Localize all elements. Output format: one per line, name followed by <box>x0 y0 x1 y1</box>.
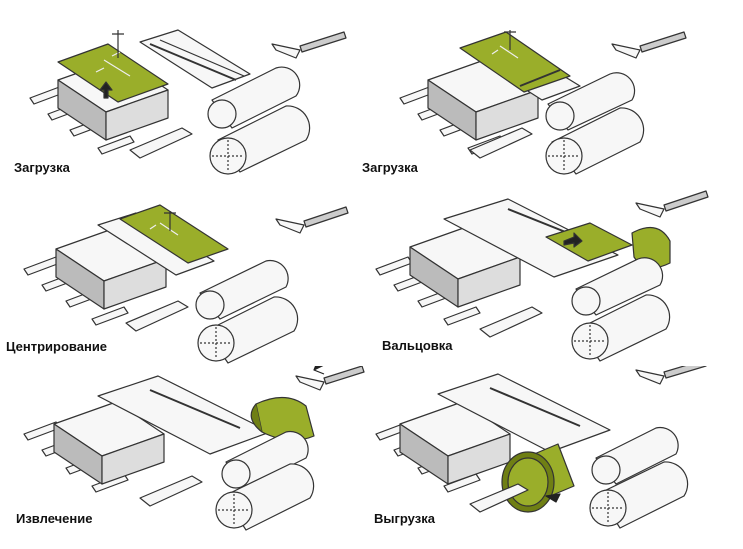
top-roll-end <box>545 101 575 131</box>
top-roll-end <box>207 99 237 129</box>
gauge-handle <box>611 43 641 59</box>
unload-chute <box>469 483 529 513</box>
rail <box>91 306 129 326</box>
gauge-handle <box>271 43 301 59</box>
sheet-stack-front <box>103 258 167 310</box>
metal-sheet <box>57 43 169 103</box>
unload-chute <box>129 127 193 159</box>
step-label: Вальцовка <box>382 338 453 353</box>
vacuum-gripper <box>504 30 516 50</box>
rolling-machine-illustration <box>29 29 347 175</box>
rail <box>443 306 481 326</box>
gauge-handle <box>275 218 305 234</box>
rolling-machine-illustration <box>23 204 349 364</box>
step-label: Загрузка <box>362 160 418 175</box>
step-panel-2: Загрузка <box>362 0 740 183</box>
sheet-stack-front <box>475 89 539 141</box>
rolling-machine-illustration <box>23 366 365 531</box>
step-panel-4: Вальцовка <box>370 183 740 366</box>
metal-sheet <box>545 222 633 262</box>
arrow-icon <box>313 366 325 375</box>
vacuum-gripper <box>112 30 124 58</box>
rail <box>375 256 413 276</box>
step-label: Выгрузка <box>374 511 435 526</box>
unload-chute <box>469 127 533 159</box>
metal-sheet <box>119 204 229 264</box>
top-roll-end <box>571 286 601 316</box>
sheet-stack-front <box>101 433 165 485</box>
unload-chute <box>125 300 189 332</box>
sheet-stack-front <box>457 256 521 308</box>
rolling-machine-illustration <box>399 30 687 175</box>
feed-table <box>437 373 611 453</box>
step-panel-5: Извлечение <box>0 366 370 549</box>
top-roll-end <box>591 455 621 485</box>
rail <box>23 256 61 276</box>
rail <box>97 135 135 155</box>
sheet-stack-front <box>105 89 169 141</box>
top-roll-end <box>195 290 225 320</box>
step-panel-3: Центрирование <box>0 183 370 366</box>
top-roll-end <box>221 459 251 489</box>
step-label: Центрирование <box>6 339 108 354</box>
arrow-icon <box>99 81 113 99</box>
arrow-icon <box>563 232 583 248</box>
gauge-handle <box>635 202 665 218</box>
step-label: Загрузка <box>14 160 70 175</box>
rolling-machine-illustration <box>375 190 709 362</box>
vacuum-gripper <box>164 211 176 231</box>
gauge-handle <box>635 369 665 385</box>
rolled-shell <box>255 396 315 441</box>
unload-chute <box>139 475 203 507</box>
gauge-handle <box>295 375 325 391</box>
step-panel-6: Выгрузка <box>370 366 740 549</box>
step-label: Извлечение <box>16 511 93 526</box>
feed-table <box>443 198 619 278</box>
rolling-machine-illustration <box>375 366 707 529</box>
arrow-icon <box>545 493 561 503</box>
unload-chute <box>479 306 543 338</box>
step-panel-1: Загрузка <box>0 0 370 183</box>
